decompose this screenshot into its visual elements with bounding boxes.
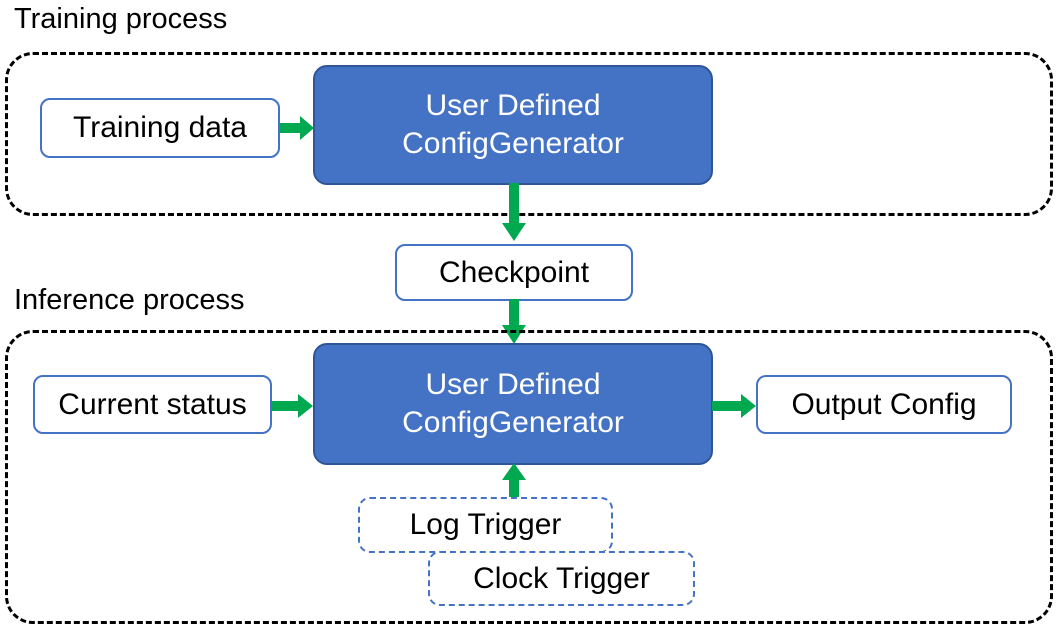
arrow-trigger-to-generator-icon	[500, 463, 528, 503]
training-process-title: Training process	[14, 3, 228, 35]
node-generator-training-line2: ConfigGenerator	[402, 127, 624, 160]
node-output-config-label: Output Config	[791, 387, 977, 421]
node-log-trigger-label: Log Trigger	[409, 508, 562, 541]
node-generator-inference-line1: User Defined	[425, 368, 601, 401]
arrow-current-status-to-generator-icon	[271, 392, 315, 420]
node-clock-trigger[interactable]: Clock Trigger	[428, 551, 695, 606]
node-training-data[interactable]: Training data	[40, 98, 280, 158]
node-user-defined-config-generator-inference[interactable]: User Defined ConfigGenerator	[313, 343, 713, 465]
node-training-data-label: Training data	[73, 111, 247, 144]
training-process-container	[5, 52, 1053, 216]
node-checkpoint[interactable]: Checkpoint	[395, 244, 633, 301]
inference-process-container	[5, 330, 1053, 624]
node-checkpoint-label: Checkpoint	[438, 255, 590, 289]
arrow-generator-to-output-config-icon	[712, 392, 758, 420]
node-clock-trigger-label: Clock Trigger	[473, 561, 650, 595]
node-generator-inference-line2: ConfigGenerator	[402, 406, 624, 439]
node-current-status-label: Current status	[58, 387, 247, 421]
node-output-config[interactable]: Output Config	[756, 375, 1012, 434]
arrow-training-data-to-generator-icon	[280, 114, 316, 142]
arrow-generator-to-checkpoint-icon	[500, 183, 528, 245]
node-log-trigger[interactable]: Log Trigger	[358, 497, 613, 553]
node-current-status[interactable]: Current status	[33, 375, 272, 434]
node-user-defined-config-generator-training[interactable]: User Defined ConfigGenerator	[313, 65, 713, 185]
inference-process-title: Inference process	[14, 284, 245, 316]
node-generator-training-line1: User Defined	[425, 89, 601, 122]
